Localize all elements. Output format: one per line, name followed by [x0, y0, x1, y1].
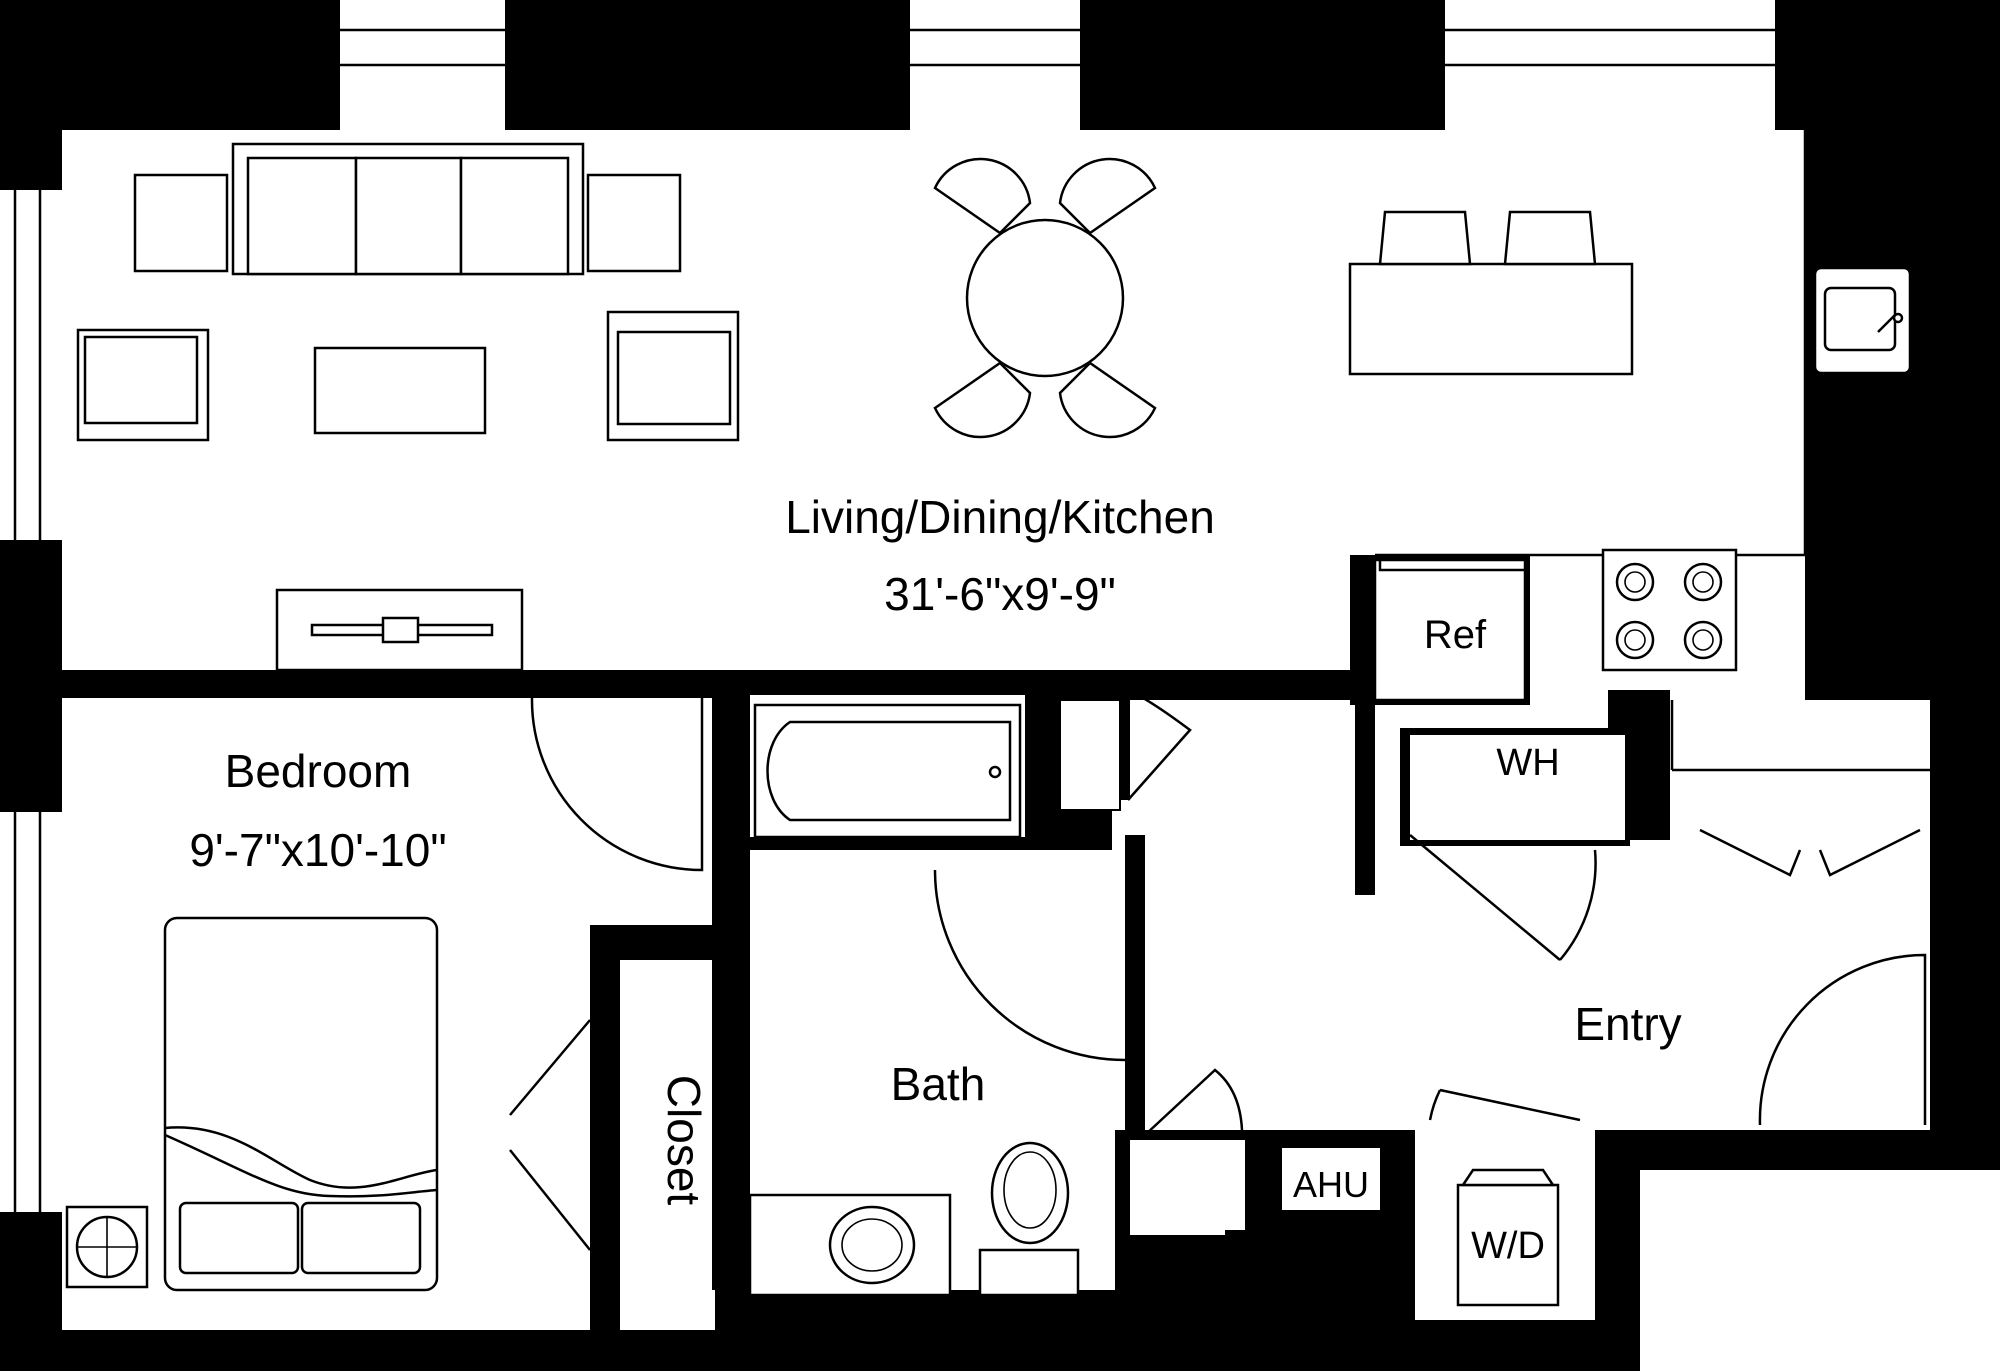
air-handler-box — [1282, 1148, 1380, 1210]
bathtub-icon — [712, 670, 1112, 850]
water-heater-closet — [1410, 735, 1625, 840]
vanity-icon — [748, 1193, 952, 1297]
closet-bifold-door — [509, 1019, 591, 1251]
stove-icon — [1601, 548, 1738, 672]
washer-dryer-icon — [1456, 1168, 1560, 1307]
sink-icon — [1813, 266, 1912, 375]
room-label-bath: Bath — [891, 1058, 986, 1110]
coat-closet-bifold-door — [1670, 700, 1930, 877]
fixture-label-wd: W/D — [1471, 1225, 1545, 1267]
room-size-living: 31'-6"x9'-9" — [884, 568, 1116, 620]
laundry-door-swing — [1428, 1088, 1581, 1122]
room-label-entry: Entry — [1574, 998, 1681, 1050]
wh-closet-door — [1409, 834, 1597, 961]
room-label-bedroom: Bedroom — [225, 745, 412, 797]
toilet-icon — [978, 1141, 1080, 1297]
room-label-closet: Closet — [658, 1075, 710, 1206]
refrigerator-icon — [1350, 555, 1530, 705]
fixture-label-ref: Ref — [1424, 613, 1487, 657]
nightstand-lamp-icon — [65, 1205, 149, 1289]
room-size-bedroom: 9'-7"x10'-10" — [189, 824, 446, 876]
fixture-label-ahu: AHU — [1293, 1164, 1369, 1205]
bath-door-swing — [933, 871, 1126, 1062]
bedroom-door-swing — [530, 697, 704, 872]
kitchen-island-icon — [1348, 210, 1634, 376]
entry-door-swing — [1758, 953, 1927, 1126]
ahu-cabinet — [1130, 1140, 1245, 1230]
sofa-icon — [133, 142, 682, 276]
room-label-living: Living/Dining/Kitchen — [785, 491, 1215, 543]
tv-console-icon — [275, 588, 524, 672]
door-swing — [1127, 688, 1192, 801]
linen-closet — [1059, 699, 1121, 811]
fixture-label-wh: WH — [1496, 742, 1559, 784]
armchair-icon — [606, 310, 740, 442]
dining-table-icon — [933, 157, 1157, 439]
coffee-table-icon — [313, 346, 487, 435]
armchair-icon — [76, 328, 210, 442]
ahu-door-swing — [1144, 1068, 1244, 1136]
bed-icon — [163, 916, 439, 1292]
windows — [13, 28, 1775, 1212]
